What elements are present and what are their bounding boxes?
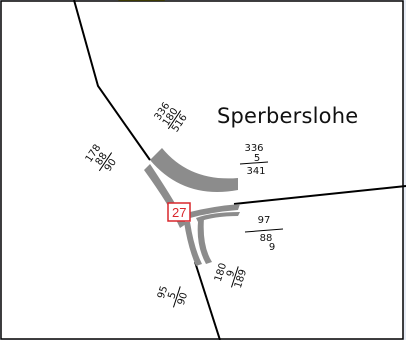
place-name: Sperberslohe — [217, 104, 358, 128]
count-sw-2: 5 — [166, 291, 178, 300]
count-east-lower: 97 88 9 — [244, 215, 284, 253]
count-sw-1: 95 — [156, 285, 170, 301]
ramp-south-left — [184, 222, 202, 266]
junction-badge[interactable] — [167, 202, 191, 222]
count-el-divider — [244, 228, 284, 233]
ramp-northwest-east — [150, 148, 238, 192]
count-eu-2: 5 — [254, 153, 260, 164]
count-sw-divider — [172, 286, 181, 308]
count-w-divider — [98, 152, 113, 172]
ramp-east-lower — [196, 212, 240, 222]
road-east — [233, 185, 406, 205]
count-eu-1: 336 — [244, 143, 263, 154]
count-eu-divider — [239, 161, 269, 165]
count-eu-3: 341 — [246, 166, 265, 177]
count-se-divider — [230, 266, 239, 288]
count-se-2: 9 — [225, 269, 237, 278]
ramp-east-upper — [190, 204, 240, 218]
road-northwest — [73, 0, 151, 161]
count-el-1: 97 — [258, 215, 271, 226]
ramp-south-right — [197, 218, 212, 264]
count-sw-3: 90 — [176, 291, 190, 307]
count-el-3: 9 — [269, 242, 275, 253]
count-el-2: 88 — [260, 233, 273, 244]
road-south — [194, 261, 221, 340]
junction-number: 27 — [172, 205, 186, 220]
count-south-west: 95 5 90 — [156, 285, 190, 308]
count-nw-divider — [167, 110, 182, 130]
count-east-upper: 336 5 341 — [239, 143, 269, 177]
